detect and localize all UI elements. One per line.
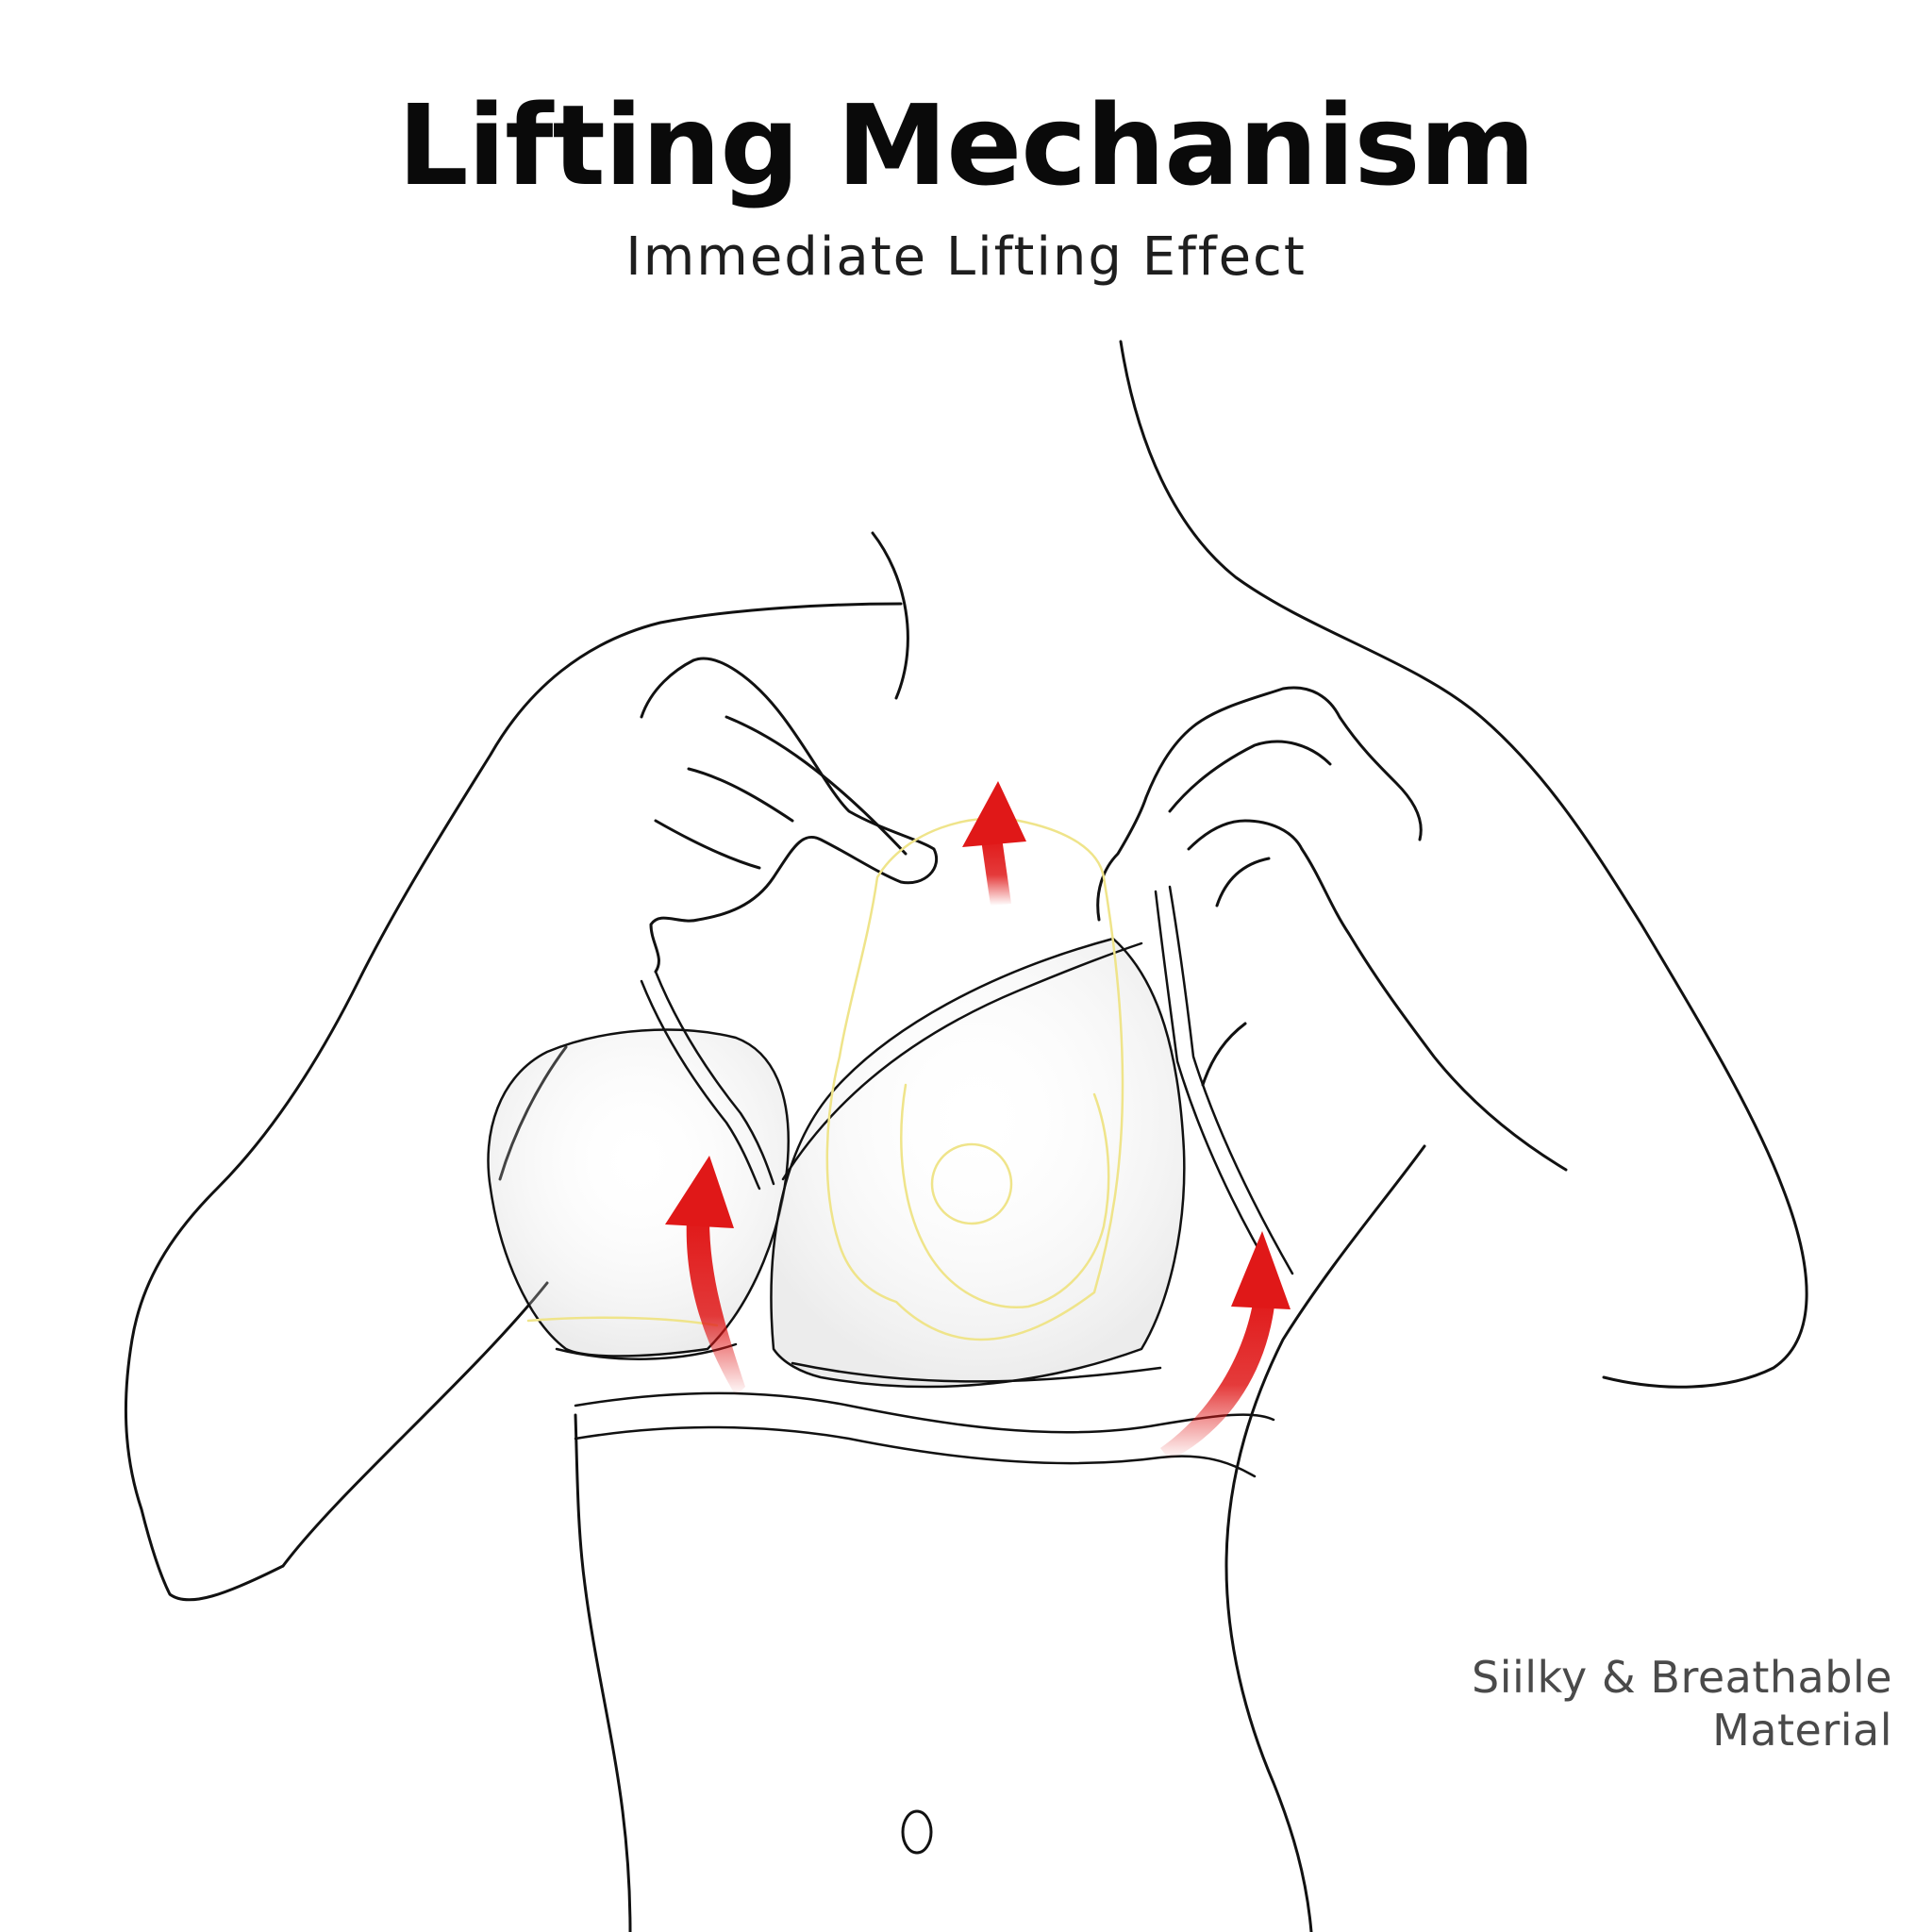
- pad-lower-edge: [526, 1316, 719, 1327]
- left-inner-arm-line: [281, 1281, 549, 1568]
- underband-top: [574, 1391, 1275, 1434]
- left-finger-line-2: [687, 767, 794, 823]
- right-strap-outer: [1168, 885, 1294, 1275]
- right-cup-neckline: [781, 941, 1143, 1181]
- left-finger-line-3: [654, 819, 761, 870]
- right-arrow-shaft: [1160, 1292, 1275, 1460]
- underband-bottom: [574, 1425, 1257, 1478]
- left-strap-inner: [654, 970, 775, 1186]
- right-cup-underline: [791, 1361, 1162, 1383]
- right-strap-inner: [1154, 890, 1277, 1280]
- neck-left-line: [871, 531, 909, 700]
- left-thumb-line: [640, 658, 695, 719]
- red-up-arrow-icon: [962, 781, 1026, 906]
- pad-center-circle: [930, 1142, 1013, 1225]
- left-strap-outer: [640, 979, 761, 1191]
- right-finger-line-3: [1215, 857, 1271, 908]
- right-finger-line-2: [1187, 819, 1304, 851]
- right-inner-arm-line: [1300, 847, 1568, 1172]
- right-torso-line: [1224, 1144, 1426, 1932]
- page-title: Lifting Mechanism: [397, 80, 1535, 210]
- material-note-line-1: Siilky & Breathable: [1472, 1652, 1892, 1703]
- right-underarm-line: [1201, 1022, 1247, 1087]
- red-up-arrow-icon: [1160, 1231, 1291, 1460]
- right-finger-line-1: [1168, 740, 1332, 813]
- red-up-arrow-icon: [665, 1156, 745, 1396]
- left-cup: [487, 1028, 790, 1357]
- right-hand-line: [1096, 686, 1423, 922]
- right-cup: [770, 937, 1186, 1389]
- top-arrow-shaft: [981, 838, 1011, 906]
- left-shoulder-arm-line: [124, 602, 903, 1602]
- page-subtitle: Immediate Lifting Effect: [625, 226, 1307, 288]
- silicone-lift-pad-icon: [526, 817, 1124, 1341]
- navel: [901, 1809, 933, 1855]
- pad-inner-outline: [900, 1083, 1110, 1308]
- material-note-line-2: Material: [1712, 1705, 1892, 1756]
- left-arrow-head: [665, 1156, 734, 1228]
- left-hand-line: [649, 657, 938, 974]
- left-torso-line: [574, 1413, 632, 1932]
- material-note: Siilky & Breathable Material: [1326, 1651, 1892, 1757]
- left-finger-line-1: [724, 715, 908, 856]
- lifting-arrows: [665, 781, 1291, 1460]
- right-arrow-head: [1231, 1231, 1291, 1309]
- left-arrow-shaft: [686, 1217, 745, 1396]
- top-arrow-head: [962, 781, 1026, 847]
- bra: [487, 885, 1294, 1478]
- neck-right-line: [1119, 340, 1808, 1389]
- pad-outline: [825, 817, 1124, 1341]
